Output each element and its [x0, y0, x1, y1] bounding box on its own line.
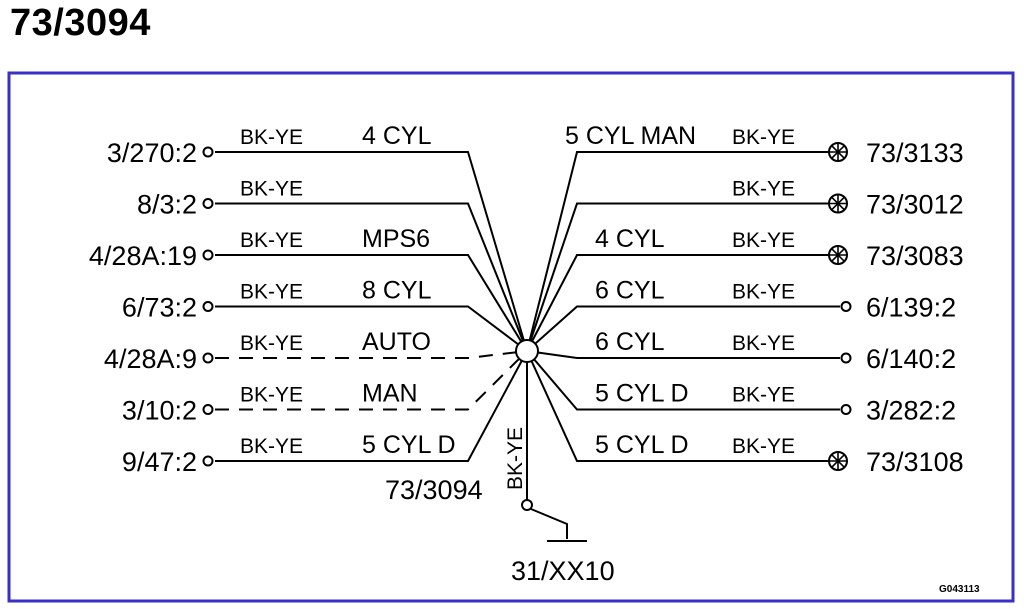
wire-left-6	[215, 350, 528, 462]
hub-wire-color-label: BK-YE	[504, 427, 527, 490]
connector-icon	[840, 301, 852, 312]
connector-icon	[202, 146, 214, 158]
wire-color-label: BK-YE	[240, 435, 303, 458]
function-label: 4 CYL	[362, 122, 432, 150]
wire-color-label: BK-YE	[732, 435, 795, 458]
function-label: 5 CYL D	[595, 380, 689, 408]
wire-color-label: BK-YE	[732, 332, 795, 355]
wire-right-1	[526, 202, 828, 352]
endpoint-label: 6/139:2	[866, 293, 956, 323]
lamp-icon	[828, 142, 848, 162]
function-label: 6 CYL	[595, 328, 665, 356]
lamp-icon	[828, 245, 848, 265]
wire-left-2	[215, 254, 528, 352]
wire-color-label: BK-YE	[240, 229, 303, 252]
splice-hub-icon	[515, 339, 539, 363]
wire-group	[202, 142, 852, 471]
endpoint-label: 4/28A:19	[89, 241, 197, 271]
connector-icon	[202, 249, 214, 261]
endpoint-label: 8/3:2	[137, 190, 197, 220]
function-label: 6 CYL	[595, 277, 665, 305]
wire-color-label: BK-YE	[240, 281, 303, 304]
wire-left-0	[215, 151, 528, 352]
wire-color-label: BK-YE	[732, 384, 795, 407]
wire-left-4	[215, 350, 528, 359]
endpoint-label: 4/28A:9	[104, 344, 197, 374]
page-title: 73/3094	[10, 2, 151, 44]
hub-label: 73/3094	[385, 475, 483, 505]
endpoint-label: 3/10:2	[122, 396, 197, 426]
connector-icon	[840, 404, 852, 415]
function-label: 8 CYL	[362, 277, 432, 305]
ground-label: 31/XX10	[511, 556, 615, 586]
function-label: 5 CYL D	[362, 431, 456, 459]
endpoint-label: 3/270:2	[107, 138, 197, 168]
wire-right-5	[526, 350, 840, 411]
wire-color-label: BK-YE	[732, 281, 795, 304]
function-label: AUTO	[362, 328, 431, 356]
connector-icon	[202, 198, 214, 209]
endpoint-label: 73/3083	[866, 241, 964, 271]
endpoint-label: 73/3012	[866, 190, 964, 220]
function-label: MAN	[362, 380, 418, 408]
wire-right-6	[526, 350, 828, 462]
connector-icon	[202, 301, 214, 312]
lamp-icon	[828, 193, 848, 214]
hub-connector-icon	[521, 499, 533, 511]
figure-code: G043113	[939, 584, 980, 595]
function-label: 4 CYL	[595, 225, 665, 253]
wire-right-0	[526, 151, 828, 352]
wire-color-label: BK-YE	[240, 384, 303, 407]
wire-right-3	[526, 305, 840, 352]
wire-color-label: BK-YE	[240, 126, 303, 149]
wire-color-label: BK-YE	[732, 126, 795, 149]
ground-wire	[530, 508, 568, 539]
connector-icon	[202, 455, 214, 467]
wire-color-label: BK-YE	[240, 178, 303, 201]
wire-color-label: BK-YE	[732, 229, 795, 252]
connector-icon	[840, 352, 852, 364]
wire-right-2	[526, 254, 828, 352]
wire-color-label: BK-YE	[240, 332, 303, 355]
wire-color-label: BK-YE	[732, 178, 795, 201]
wire-left-1	[215, 202, 528, 352]
endpoint-label: 73/3133	[866, 138, 964, 168]
connector-icon	[202, 404, 214, 415]
wire-left-3	[215, 305, 528, 352]
endpoint-label: 6/73:2	[122, 293, 197, 323]
connector-icon	[202, 352, 214, 364]
endpoint-label: 6/140:2	[866, 344, 956, 374]
function-label: 5 CYL D	[595, 431, 689, 459]
wire-right-4	[526, 350, 840, 359]
function-label: 5 CYL MAN	[565, 122, 696, 150]
wire-left-5	[215, 350, 528, 411]
diagram-frame	[7, 71, 1015, 603]
endpoint-label: 73/3108	[866, 447, 964, 477]
lamp-icon	[828, 451, 848, 471]
function-label: MPS6	[362, 225, 430, 253]
endpoint-label: 3/282:2	[866, 396, 956, 426]
endpoint-label: 9/47:2	[122, 447, 197, 477]
